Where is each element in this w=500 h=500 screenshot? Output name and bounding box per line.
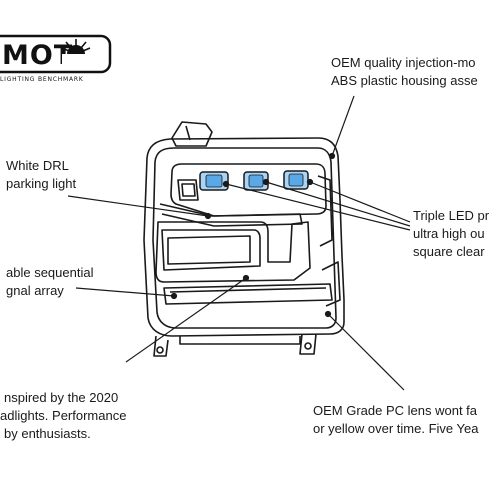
brand-logo: MOT <box>0 34 112 74</box>
callout-line: OEM quality injection-mo <box>331 55 476 70</box>
leader-housing <box>331 95 355 157</box>
callout-line: ultra high ou <box>413 226 485 241</box>
leader-lines <box>67 95 411 391</box>
leader-drl <box>67 195 209 217</box>
callout-line: OEM Grade PC lens wont fa <box>313 403 478 418</box>
callout-inspired: nspired by the 2020 adlights. Performanc… <box>0 389 126 443</box>
callout-line: or yellow over time. Five Yea <box>313 421 479 436</box>
leader-dot <box>242 274 250 282</box>
callout-line: gnal array <box>6 283 64 298</box>
callout-line: nspired by the 2020 <box>4 390 119 405</box>
led-projector-array <box>199 170 309 191</box>
headlight-housing <box>143 121 345 357</box>
callout-sequential: able sequential gnal array <box>0 264 93 300</box>
leader-sequential <box>75 287 175 297</box>
callout-line: parking light <box>6 176 77 191</box>
logo-sunburst-icon <box>61 39 91 68</box>
leader-dot <box>324 310 332 318</box>
leader-lens <box>327 313 405 391</box>
callout-led-projectors: Triple LED pr ultra high ou square clear <box>413 207 489 261</box>
callout-line: ABS plastic housing asse <box>331 73 478 88</box>
led-projector-icon <box>199 171 229 191</box>
led-projector-icon <box>283 170 309 190</box>
callout-lens: OEM Grade PC lens wont fa or yellow over… <box>313 402 478 438</box>
callout-line: able sequential <box>6 265 94 280</box>
leader-led-3 <box>225 183 411 231</box>
callout-drl: White DRL parking light <box>0 157 76 193</box>
leader-dot <box>306 178 314 186</box>
callout-housing: OEM quality injection-mo ABS plastic hou… <box>331 54 478 90</box>
leader-dot <box>170 292 178 300</box>
callout-line: square clear <box>413 244 485 259</box>
logo-wordmark-left: MOT <box>2 40 73 71</box>
callout-line: Triple LED pr <box>413 208 490 223</box>
callout-line: by enthusiasts. <box>4 426 91 441</box>
leader-led-2 <box>265 181 411 227</box>
leader-dot <box>222 180 230 188</box>
leader-inspired <box>125 277 247 363</box>
leader-dot <box>204 212 212 220</box>
callout-line: White DRL <box>6 158 69 173</box>
leader-dot <box>328 152 336 160</box>
leader-led-1 <box>309 181 411 223</box>
callout-line: adlights. Performance <box>0 408 127 423</box>
leader-dot <box>262 178 270 186</box>
logo-tagline: LIGHTING BENCHMARK <box>0 76 84 83</box>
